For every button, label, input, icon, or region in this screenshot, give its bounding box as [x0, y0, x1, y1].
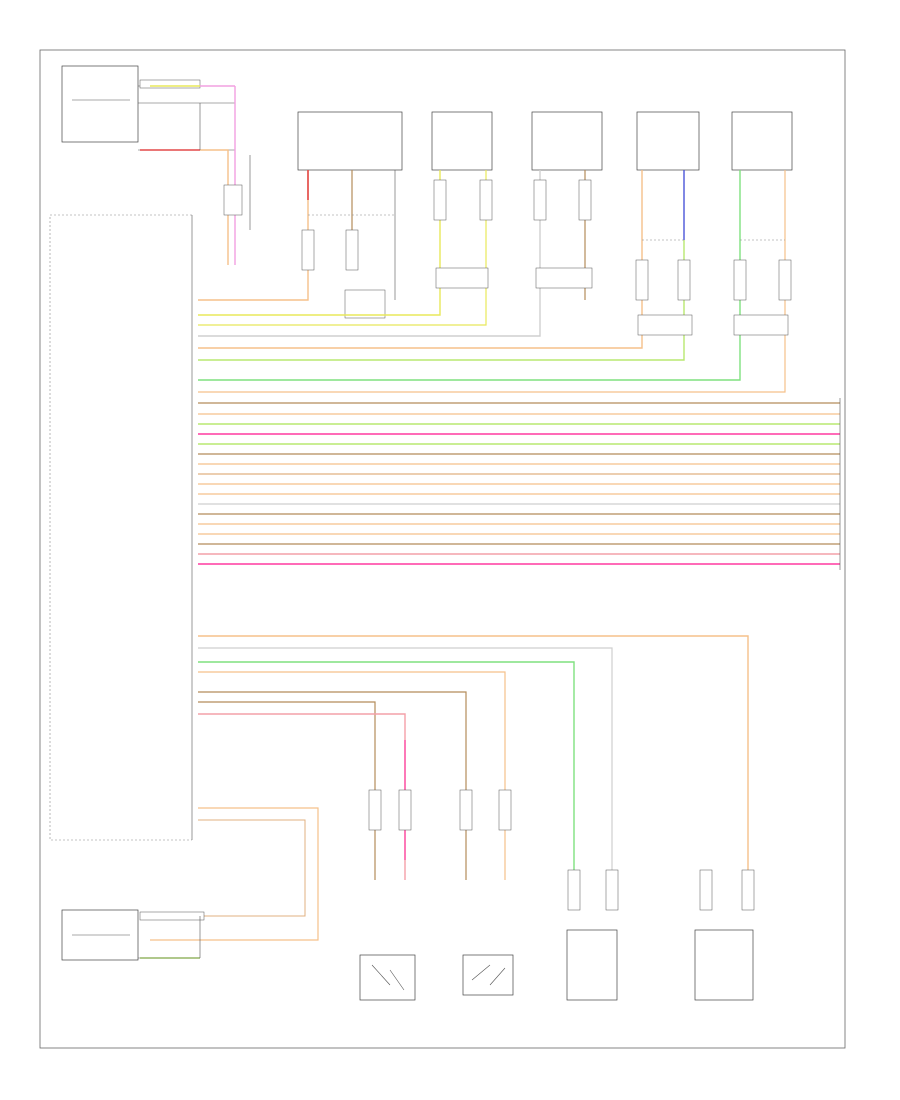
bottom-switch-1: [359, 954, 416, 1001]
bottom-switch-3: [566, 929, 618, 1001]
top-sensor-2: [198, 111, 493, 326]
top-sensor-group: [198, 111, 793, 393]
module-boundary: [49, 214, 192, 841]
top-left-component: [61, 65, 251, 265]
bottom-switch-2: [462, 954, 514, 996]
top-sensor-5: [198, 111, 793, 393]
wire-top-left-orange: [200, 149, 229, 265]
diagram-frame: [39, 49, 846, 1049]
top-left-connector: [139, 79, 201, 89]
switch-wires: [150, 635, 749, 941]
bottom-switch-group: [359, 929, 754, 1001]
wire-connectors: [301, 179, 792, 911]
top-sensor-1: [198, 111, 403, 319]
bottom-left-component: [61, 909, 205, 961]
top-sensor-3: [198, 111, 603, 337]
top-sensor-4: [198, 111, 700, 361]
bottom-switch-4: [694, 929, 754, 1001]
bus-wires: [198, 398, 841, 570]
